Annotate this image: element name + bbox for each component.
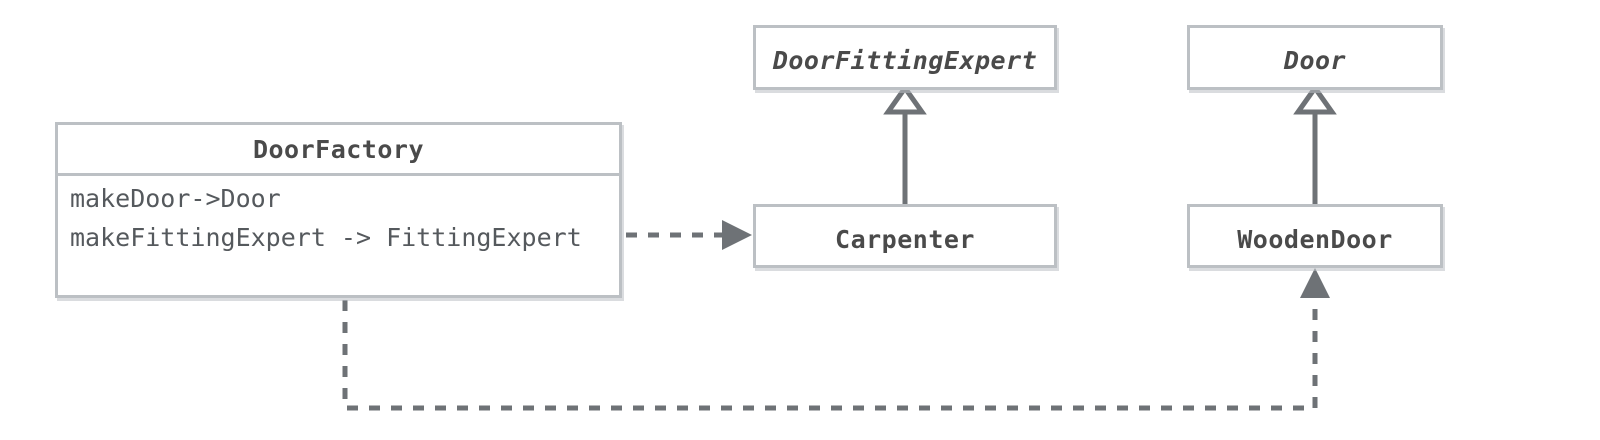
title-compartment: Carpenter bbox=[756, 207, 1054, 271]
filled-triangle-arrowhead bbox=[722, 220, 752, 250]
filled-triangle-arrowhead bbox=[1300, 268, 1330, 298]
dependency-dashed-path bbox=[342, 296, 1318, 411]
class-name-doorfittingexpert: DoorFittingExpert bbox=[772, 46, 1038, 75]
title-compartment: Door bbox=[1190, 28, 1440, 93]
member-makefittingexpert: makeFittingExpert -> FittingExpert bbox=[70, 223, 582, 252]
member-makedoor: makeDoor->Door bbox=[70, 184, 281, 213]
class-name-door: Door bbox=[1283, 46, 1347, 75]
title-compartment: WoodenDoor bbox=[1190, 207, 1440, 271]
class-name-woodendoor: WoodenDoor bbox=[1237, 224, 1393, 254]
class-box-door[interactable]: Door bbox=[1187, 25, 1443, 90]
class-box-woodendoor[interactable]: WoodenDoor bbox=[1187, 204, 1443, 268]
edge-doorfactory-creates-carpenter bbox=[626, 220, 752, 250]
compartment-divider bbox=[58, 173, 619, 176]
members-compartment: makeDoor->Door makeFittingExpert -> Fitt… bbox=[70, 179, 611, 257]
class-box-doorfactory[interactable]: DoorFactory makeDoor->Door makeFittingEx… bbox=[55, 122, 622, 298]
edge-carpenter-implements-doorfittingexpert bbox=[883, 83, 927, 204]
title-compartment: DoorFactory bbox=[58, 125, 619, 173]
class-box-carpenter[interactable]: Carpenter bbox=[753, 204, 1057, 268]
class-name-carpenter: Carpenter bbox=[835, 224, 975, 254]
class-name-doorfactory: DoorFactory bbox=[252, 134, 425, 164]
class-box-doorfittingexpert[interactable]: DoorFittingExpert bbox=[753, 25, 1057, 90]
title-compartment: DoorFittingExpert bbox=[756, 28, 1054, 93]
edge-woodendoor-implements-door bbox=[1293, 83, 1337, 204]
